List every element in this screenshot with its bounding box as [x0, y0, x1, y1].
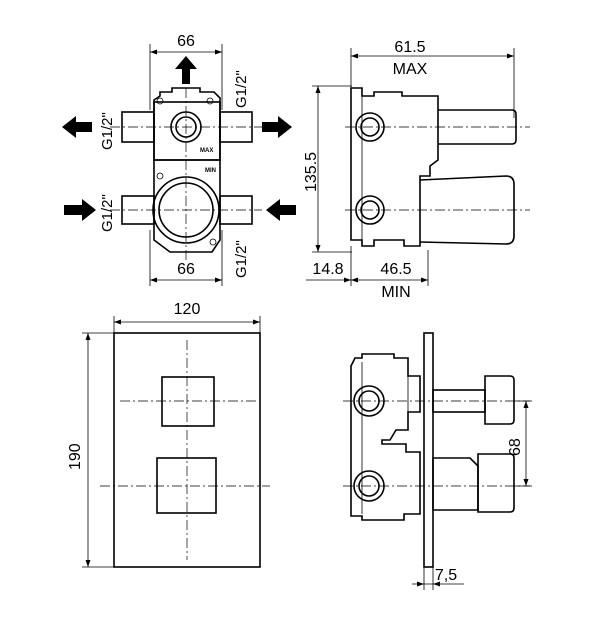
arrow-up-icon [175, 56, 197, 84]
marking-max: MAX [200, 148, 213, 154]
dim-depth-min: 46.5 [380, 261, 411, 278]
arrow-right-icon [262, 116, 292, 138]
dim-offset: 14.8 [312, 261, 343, 278]
arrow-left-icon [62, 116, 92, 138]
dim-plate-width: 120 [174, 301, 201, 318]
dim-depth-max: 61.5 [394, 39, 425, 56]
arrow-in-right-icon [266, 199, 296, 221]
thread-left-bottom: G1/2" [99, 194, 116, 232]
dim-height: 135.5 [303, 152, 320, 192]
arrow-in-left-icon [64, 199, 96, 221]
dim-max-label: MAX [393, 61, 428, 78]
plate-front-view: 120 190 [67, 301, 270, 568]
dim-plate-thickness: 7,5 [435, 567, 457, 584]
thread-left-top: G1/2" [99, 112, 116, 150]
dim-min-label: MIN [381, 284, 410, 301]
dim-handle-spacing: 68 [507, 438, 524, 456]
dim-plate-height: 190 [67, 443, 84, 470]
thread-bottom-right: G1/2" [233, 240, 250, 278]
dim-bottom-width: 66 [177, 261, 195, 278]
marking-min: MIN [205, 168, 216, 174]
valve-side-view: 61.5 MAX 135.5 14.8 46.5 MIN [303, 39, 530, 301]
valve-front-view: 66 G1/2" MAX MIN [62, 33, 296, 286]
thread-top-right: G1/2" [233, 70, 250, 108]
dim-top-width: 66 [177, 33, 195, 50]
assembly-side-view: 68 7,5 [343, 332, 532, 590]
